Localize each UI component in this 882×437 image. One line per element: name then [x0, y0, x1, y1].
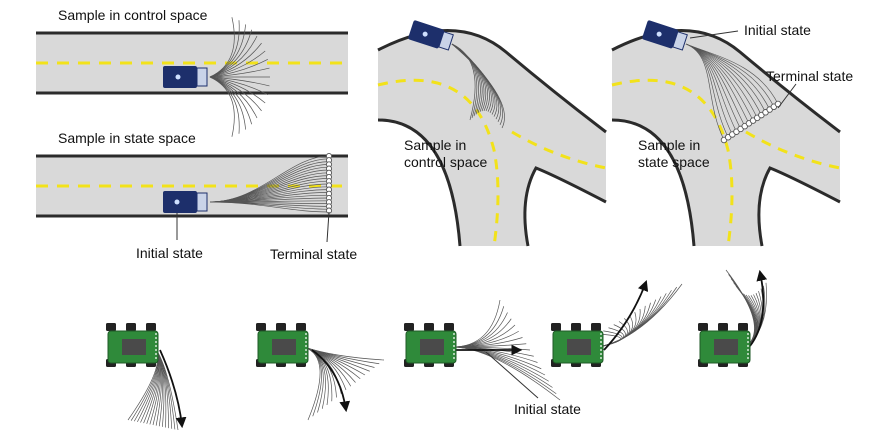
trajectory-line	[209, 201, 330, 213]
rover-wheel	[738, 323, 748, 331]
rover-deck	[714, 339, 738, 355]
trajectory-arrow	[603, 279, 649, 351]
label-initial-state-c: Initial state	[744, 22, 811, 38]
trajectory-line	[598, 290, 672, 348]
panel-c-terminal-beads	[720, 100, 782, 144]
trajectory-line	[209, 42, 262, 78]
rover-wheel	[146, 323, 156, 331]
rover-deck	[122, 339, 146, 355]
rover-wheel	[591, 323, 601, 331]
rover-wheel	[126, 323, 136, 331]
trajectory-line	[209, 35, 258, 78]
rover-fan-3	[451, 299, 561, 401]
trajectory-line	[209, 50, 266, 78]
label-sample-state-space-c: Sample in state space	[638, 137, 710, 170]
panel-c-terminal-leader	[777, 83, 797, 109]
panel-a-terminal-beads	[325, 152, 333, 214]
rover-fan-4	[597, 283, 683, 348]
rover-wheel	[571, 323, 581, 331]
panel-b-fan-control	[451, 43, 505, 129]
label-terminal-state-a: Terminal state	[270, 246, 358, 262]
rover-5	[698, 269, 768, 367]
rover-wheel	[698, 323, 708, 331]
trajectory-line	[685, 43, 779, 105]
label-sample-state-space: Sample in state space	[58, 130, 196, 146]
rover-2	[256, 323, 385, 421]
label-terminal-state-c: Terminal state	[766, 68, 854, 84]
rover-wheel	[718, 323, 728, 331]
panel-c-initial-leader	[689, 30, 739, 39]
panel-a-fan-control	[209, 17, 270, 137]
trajectory-line	[209, 29, 253, 78]
rover-wheel	[106, 323, 116, 331]
rover-1	[106, 323, 187, 431]
rover-deck	[567, 339, 591, 355]
trajectory-line	[451, 346, 561, 401]
trajectory-line	[303, 346, 385, 361]
trajectory-line	[451, 43, 505, 129]
trajectory-line	[598, 293, 667, 348]
trajectory-line	[451, 299, 501, 348]
rover-wheel	[444, 323, 454, 331]
rover-4	[551, 279, 683, 367]
panel-a-car-top	[163, 66, 208, 88]
trajectory-line	[598, 296, 662, 348]
trajectory-arrow	[311, 349, 351, 413]
panel-b-car	[408, 20, 454, 51]
trajectory-line	[209, 67, 270, 78]
rover-fan-2	[303, 346, 385, 421]
rover-wheel	[276, 323, 286, 331]
panel-c-fan-state	[685, 43, 779, 141]
trajectory-line	[209, 76, 270, 87]
trajectory-line	[209, 59, 269, 78]
trajectory-arrow	[159, 349, 187, 429]
panel-a-terminal-leader	[326, 211, 330, 243]
trajectory-arrow	[749, 269, 768, 347]
label-initial-state-a: Initial state	[136, 245, 203, 261]
rover-deck	[272, 339, 296, 355]
panel-c-car	[642, 20, 688, 51]
trajectory-line	[451, 337, 523, 348]
rover-deck	[420, 339, 444, 355]
panel-a-fan-state	[209, 155, 330, 213]
rover-wheel	[424, 323, 434, 331]
rover-3	[404, 299, 561, 401]
rover-wheel	[296, 323, 306, 331]
rover-wheel	[256, 323, 266, 331]
trajectory-line	[451, 346, 557, 395]
panel-d-initial-leader	[485, 351, 539, 399]
panel-a-car-bottom	[163, 191, 208, 213]
trajectory-line	[209, 76, 235, 137]
rover-wheel	[551, 323, 561, 331]
label-sample-control-space: Sample in control space	[58, 7, 208, 23]
rover-wheel	[404, 323, 414, 331]
label-sample-control-space-b: Sample in control space	[404, 137, 488, 170]
label-initial-state-d: Initial state	[514, 401, 581, 417]
trajectory-line	[598, 299, 657, 348]
